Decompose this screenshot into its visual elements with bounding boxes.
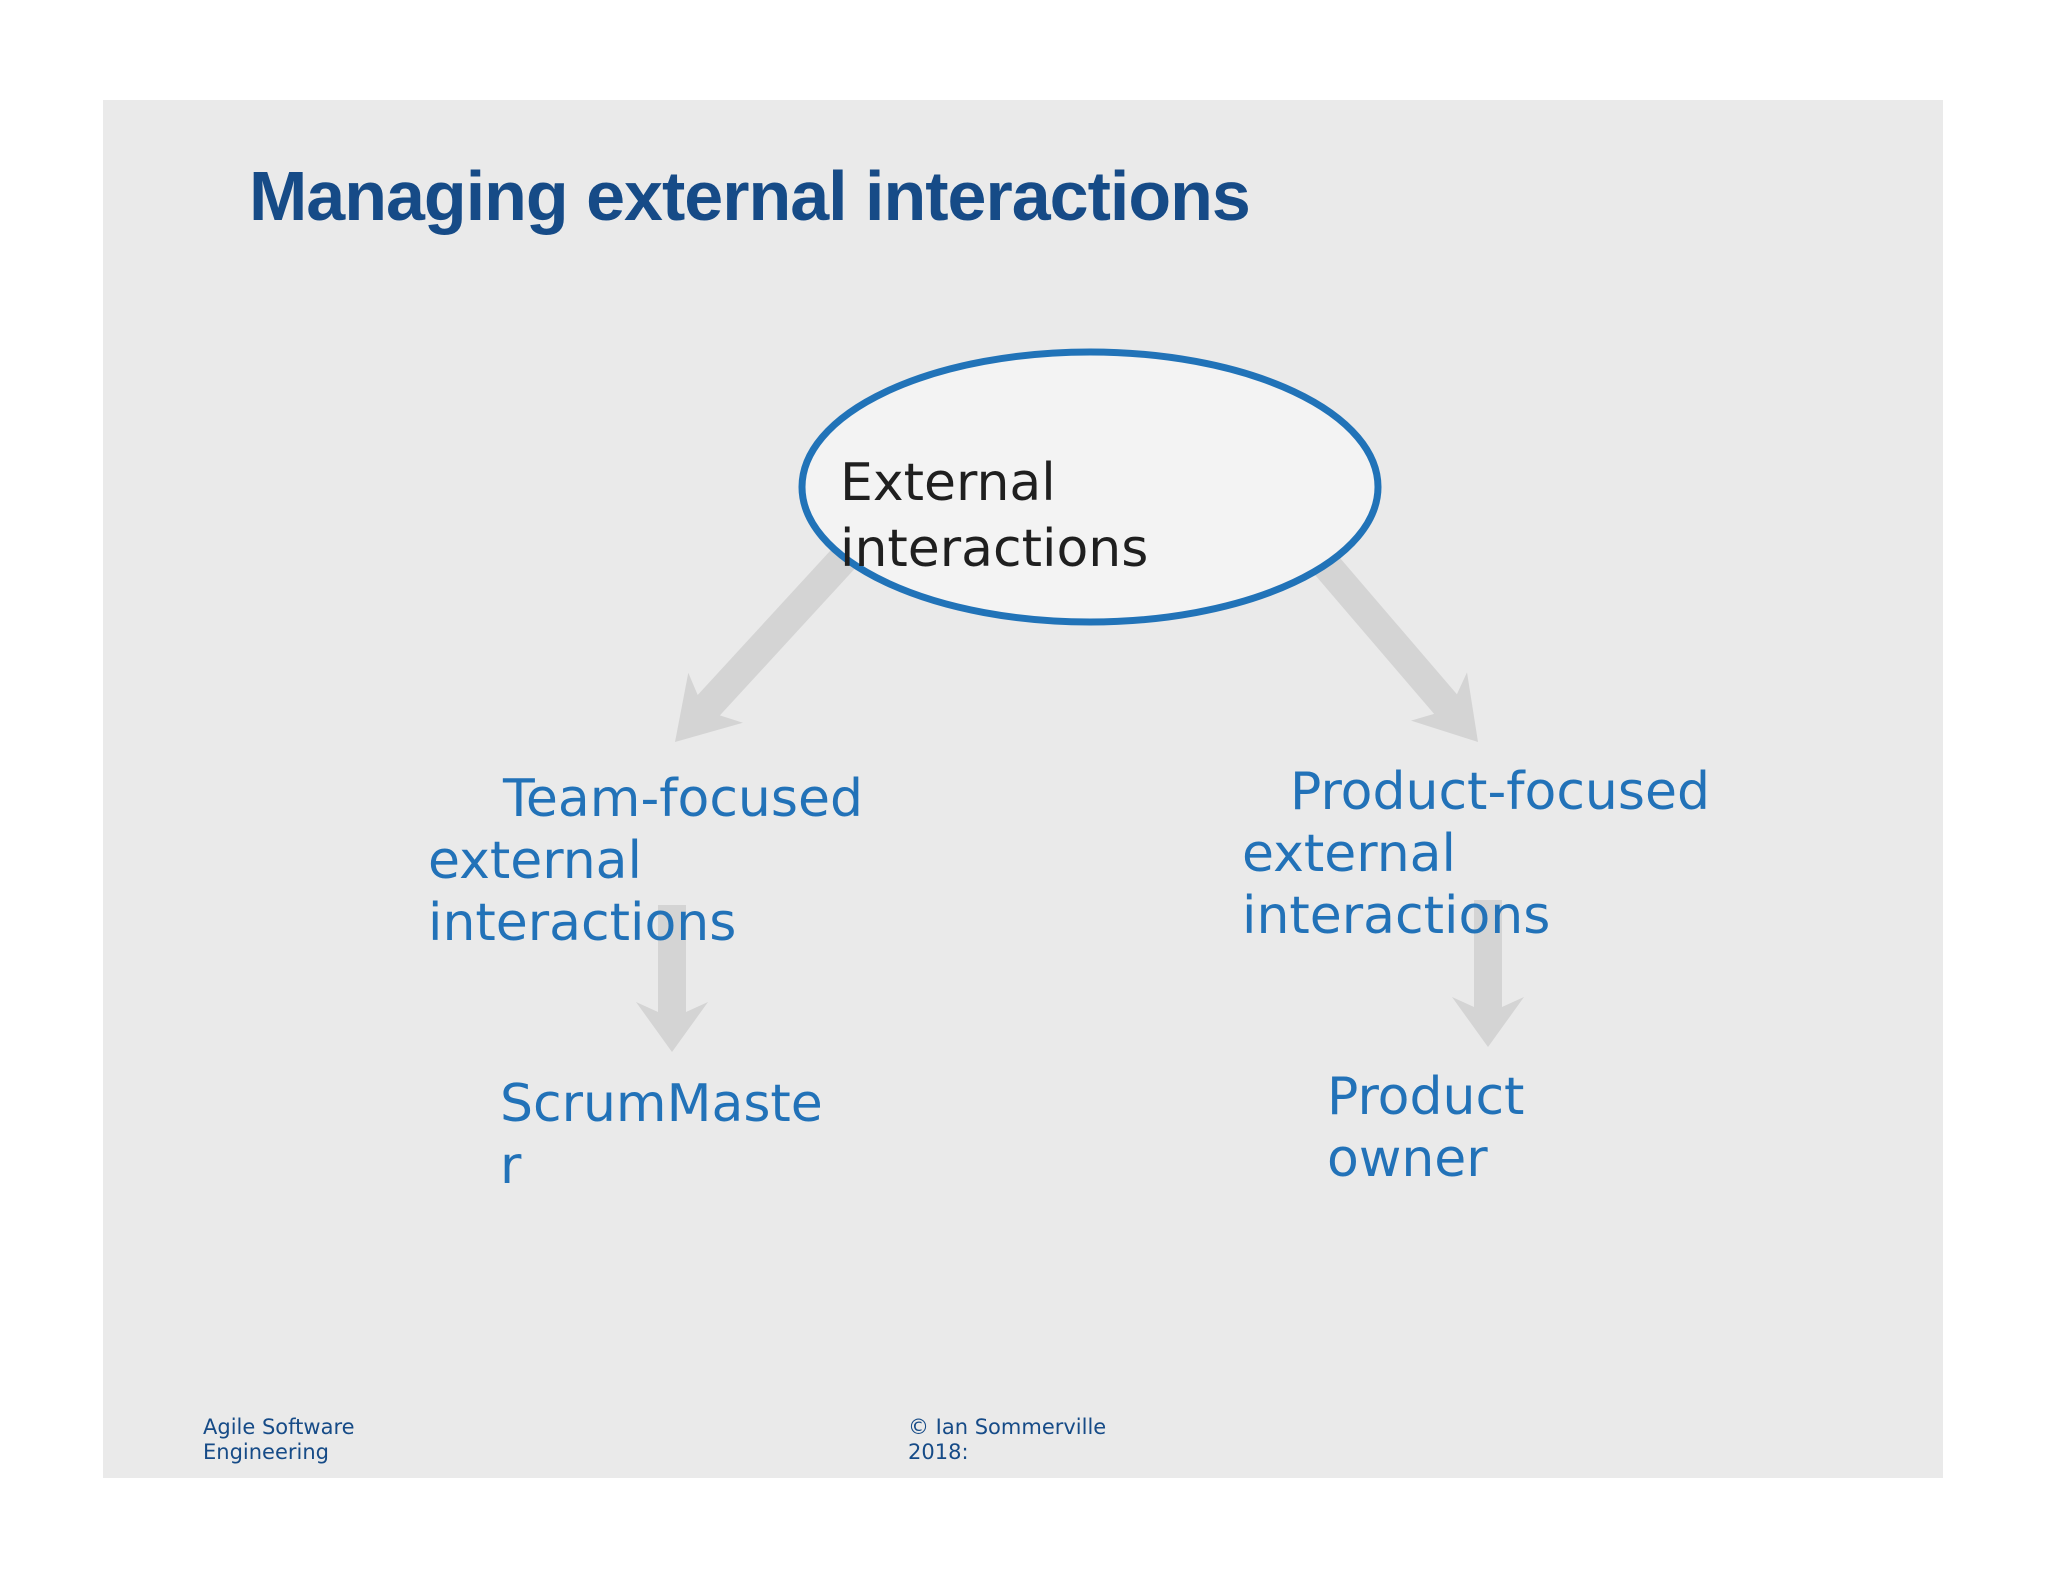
slide-title: Managing external interactions: [249, 157, 1251, 235]
scrummaster-label: ScrumMaste r: [500, 1073, 823, 1197]
product-branch-label-line: Product-focused: [1290, 762, 1710, 822]
product-owner-label-line: Product: [1327, 1067, 1525, 1127]
team-branch-label-line: Team-focused: [503, 769, 863, 829]
team-branch-label-line: external: [428, 831, 642, 891]
footer-copyright: © Ian Sommerville 2018:: [908, 1415, 1106, 1465]
team-branch-label: Team-focused external interactions: [428, 768, 863, 954]
scrummaster-label-line: r: [500, 1136, 522, 1196]
footer-course-name-line: Agile Software: [203, 1415, 355, 1439]
footer-course-name: Agile Software Engineering: [203, 1415, 355, 1465]
product-branch-label: Product-focused external interactions: [1242, 761, 1710, 947]
footer-copyright-line: © Ian Sommerville: [908, 1415, 1107, 1439]
diagram-canvas: [636, 348, 1524, 1052]
arrow-team-to-scrummaster-icon: [636, 905, 708, 1052]
scrummaster-label-line: ScrumMaste: [500, 1074, 823, 1134]
root-node-label-line: External: [840, 453, 1056, 513]
product-branch-label-line: interactions: [1242, 886, 1551, 946]
footer-course-name-line: Engineering: [203, 1440, 329, 1464]
arrow-product-to-owner-icon: [1452, 900, 1524, 1047]
arrow-root-to-team-icon: [675, 546, 857, 742]
arrow-root-to-product-icon: [1310, 550, 1478, 742]
root-node-label-line: interactions: [840, 519, 1149, 579]
team-branch-label-line: interactions: [428, 893, 737, 953]
footer-copyright-line: 2018:: [908, 1440, 969, 1464]
root-node-label: External interactions: [840, 450, 1148, 582]
slide: Managing external interactions External …: [103, 100, 1943, 1478]
product-owner-label-line: owner: [1327, 1129, 1488, 1189]
product-owner-label: Product owner: [1327, 1066, 1524, 1190]
product-branch-label-line: external: [1242, 824, 1456, 884]
root-node-ellipse: [798, 348, 1382, 626]
